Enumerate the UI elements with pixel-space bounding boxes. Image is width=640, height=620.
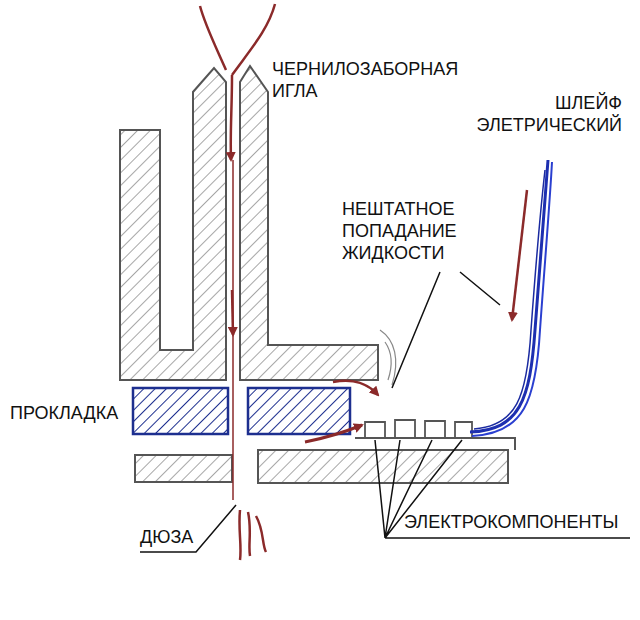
gasket-left xyxy=(133,388,228,434)
leader-line xyxy=(392,272,500,388)
leak-flow xyxy=(305,425,362,442)
ribbon-cable xyxy=(472,162,552,436)
components-label: ЭЛЕКТРОКОМПОНЕНТЫ xyxy=(404,511,618,533)
cable-label: ШЛЕЙФ ЭЛЕТРИЧЕСКИЙ xyxy=(477,92,622,136)
leader-line xyxy=(375,440,630,538)
circuit-board xyxy=(355,438,515,450)
leak-flow xyxy=(333,381,378,395)
gasket-label: ПРОКЛАДКА xyxy=(10,402,118,424)
housing-left xyxy=(120,68,226,380)
ink-flow xyxy=(232,160,234,500)
gasket-right xyxy=(248,388,350,434)
nozzle-label: ДЮЗА xyxy=(140,526,193,548)
nozzle-plate-right xyxy=(258,450,508,483)
ink-drop xyxy=(239,510,266,560)
leader-line xyxy=(140,505,236,552)
nozzle-plate-left xyxy=(135,455,232,482)
needle-label: ЧЕРНИЛОЗАБОРНАЯ ИГЛА xyxy=(272,58,458,102)
leak-label: НЕШТАТНОЕ ПОПАДАНИЕ ЖИДКОСТИ xyxy=(342,198,457,264)
ribbon-cable xyxy=(474,170,545,429)
ribbon-cable xyxy=(470,160,548,432)
electronic-components xyxy=(365,420,472,438)
ink-flow xyxy=(200,4,275,160)
liquid-trace xyxy=(380,330,396,385)
signal-arrow xyxy=(512,190,527,320)
